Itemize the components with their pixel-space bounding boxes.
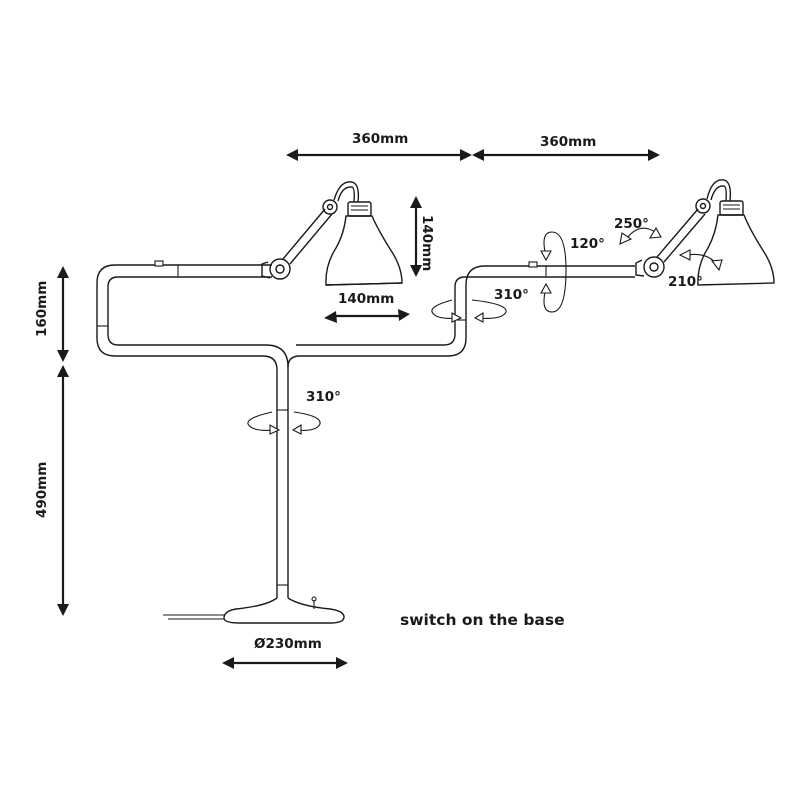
base-diameter-label: Ø230mm	[254, 636, 322, 652]
shade-height-label: 140mm	[419, 215, 435, 271]
rotation-elbow-label: 120°	[570, 236, 605, 252]
lower-height-label: 490mm	[34, 462, 50, 518]
rotation-stem-label: 310°	[306, 389, 341, 405]
rotation-arm-joint-label: 310°	[494, 287, 529, 303]
switch-note: switch on the base	[400, 611, 565, 629]
dimension-arrows	[57, 149, 660, 669]
shade-width-label: 140mm	[338, 291, 394, 307]
rotation-arrows	[247, 226, 723, 435]
rotation-shade-bottom-label: 210°	[668, 274, 703, 290]
lamp-body	[96, 260, 635, 624]
upper-height-label: 160mm	[34, 281, 50, 337]
reach-left-label: 360mm	[352, 131, 408, 147]
reach-right-label: 360mm	[540, 134, 596, 150]
lamp-head-icon	[635, 179, 775, 286]
lamp-head-icon	[261, 181, 403, 286]
rotation-shade-top-label: 250°	[614, 216, 649, 232]
